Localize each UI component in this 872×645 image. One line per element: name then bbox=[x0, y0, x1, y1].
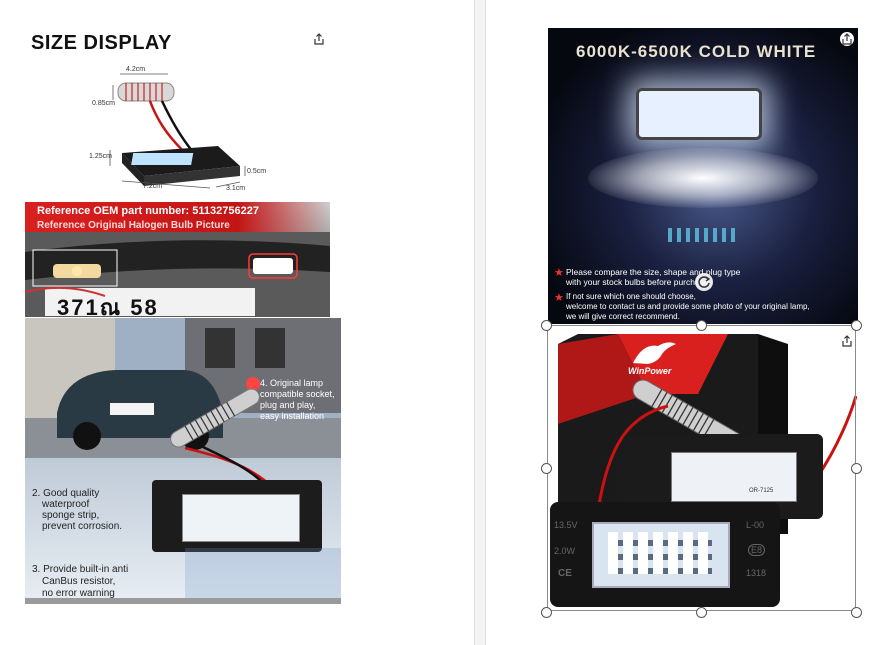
share-icon[interactable] bbox=[840, 334, 854, 348]
resize-handle-top[interactable] bbox=[696, 320, 707, 331]
resize-handle-bottom-right[interactable] bbox=[851, 607, 862, 618]
note-line: If not sure which one should choose, bbox=[566, 292, 696, 301]
dim-label: 3.1cm bbox=[226, 185, 246, 192]
lamp-module bbox=[152, 480, 322, 552]
light-glow bbox=[588, 148, 818, 208]
reference-photo bbox=[25, 232, 330, 317]
emark: E8 bbox=[748, 544, 766, 556]
right-page: 6000K-6500K COLD WHITE ★ Please compare … bbox=[486, 0, 872, 645]
resize-handle-bottom[interactable] bbox=[696, 607, 707, 618]
feature-text-4: 4. Original lamp compatible socket, plug… bbox=[260, 378, 335, 422]
share-icon[interactable] bbox=[840, 32, 854, 46]
resize-handle-top-left[interactable] bbox=[541, 320, 552, 331]
resize-handle-right[interactable] bbox=[851, 463, 862, 474]
resize-handle-top-right[interactable] bbox=[851, 320, 862, 331]
led-grid bbox=[608, 532, 712, 574]
note-2: If not sure which one should choose, wel… bbox=[566, 292, 810, 322]
wattage-mark: 2.0W bbox=[554, 546, 576, 556]
feature-line: compatible socket, bbox=[260, 389, 335, 399]
ce-mark: CE bbox=[558, 568, 572, 579]
left-page: SIZE DISPLAY 4.2cm 0.85cm 1.25cm 0.5cm 7… bbox=[25, 32, 341, 604]
feature-line: easy installation bbox=[260, 411, 325, 421]
led-lamp bbox=[636, 88, 762, 140]
reference-line2: Reference Original Halogen Bulb Picture bbox=[37, 220, 230, 231]
license-plate-text: 371ณ 58 bbox=[57, 295, 159, 317]
dim-label: 0.85cm bbox=[92, 100, 115, 107]
dim-label: 0.5cm bbox=[247, 168, 267, 175]
note-1: Please compare the size, shape and plug … bbox=[566, 267, 740, 287]
blueprint-overlay bbox=[185, 548, 341, 604]
pcb-label: OR-7125 bbox=[749, 488, 774, 494]
module-window bbox=[182, 494, 300, 542]
feature-line: prevent corrosion. bbox=[42, 521, 123, 532]
led-dots bbox=[668, 228, 738, 242]
reference-line1: Reference OEM part number: 51132756227 bbox=[37, 205, 259, 217]
code-mark: 1318 bbox=[746, 568, 767, 578]
dim-label: 1.25cm bbox=[89, 153, 112, 160]
selection-frame bbox=[547, 325, 856, 611]
size-diagram bbox=[109, 73, 246, 189]
pcb-board bbox=[671, 452, 797, 502]
feature-text-3: 3. Provide built-in anti CanBus resistor… bbox=[32, 564, 128, 600]
share-icon[interactable] bbox=[312, 32, 326, 46]
page-divider bbox=[474, 0, 486, 645]
note-line: Please compare the size, shape and plug … bbox=[566, 267, 741, 277]
feature-text-2: 2. Good quality waterproof sponge strip,… bbox=[32, 488, 122, 532]
note-line: with your stock bulbs before purchase. bbox=[566, 277, 712, 287]
feature-line: plug and play, bbox=[260, 400, 316, 410]
feature-line: 2. Good quality bbox=[32, 488, 100, 499]
dim-label: 7.2cm bbox=[143, 183, 163, 190]
cold-white-image: 6000K-6500K COLD WHITE ★ Please compare … bbox=[548, 28, 858, 324]
brand-name: WinPower bbox=[628, 366, 672, 376]
rotate-handle-icon[interactable] bbox=[694, 272, 714, 292]
feature-line: sponge strip, bbox=[42, 510, 100, 521]
led-module: 13.5V 2.0W CE L-00 E8 1318 bbox=[550, 502, 780, 607]
dim-label: 4.2cm bbox=[126, 66, 146, 73]
reference-red-band bbox=[25, 202, 330, 236]
bottom-strip bbox=[25, 598, 341, 604]
note-star: ★ bbox=[554, 292, 564, 304]
note-star: ★ bbox=[554, 267, 564, 279]
code-mark: L-00 bbox=[746, 520, 765, 530]
voltage-mark: 13.5V bbox=[554, 520, 578, 530]
note-line: welcome to contact us and provide some p… bbox=[566, 302, 810, 311]
cold-white-title: 6000K-6500K COLD WHITE bbox=[576, 42, 817, 61]
feature-line: no error warning bbox=[42, 588, 115, 599]
resize-handle-left[interactable] bbox=[541, 463, 552, 474]
feature-line: 3. Provide built-in anti bbox=[32, 564, 129, 575]
feature-line: waterproof bbox=[42, 499, 90, 510]
festoon-bulb bbox=[170, 388, 260, 448]
feature-line: 4. Original lamp bbox=[260, 378, 324, 388]
size-display-title: SIZE DISPLAY bbox=[31, 32, 172, 54]
pegasus-logo bbox=[633, 342, 676, 364]
feature-line: CanBus resistor, bbox=[42, 576, 116, 587]
resize-handle-bottom-left[interactable] bbox=[541, 607, 552, 618]
product-image[interactable]: WinPower OR-7125 13.5V 2.0W CE L-00 E8 1… bbox=[548, 326, 857, 612]
note-line: we will give correct recommend. bbox=[566, 312, 680, 321]
reference-image: Reference OEM part number: 51132756227 R… bbox=[25, 202, 330, 317]
features-image: 4. Original lamp compatible socket, plug… bbox=[25, 318, 341, 604]
